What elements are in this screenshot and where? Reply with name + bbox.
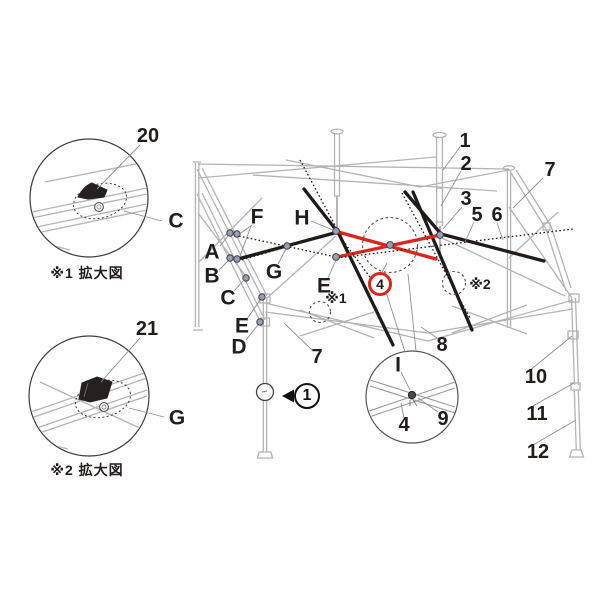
- inset1-dotted-ellipse: [72, 182, 128, 220]
- part-label-21: 21: [135, 318, 159, 340]
- part-label-1: 1: [459, 130, 471, 152]
- inset-detail1: [29, 138, 149, 258]
- part-label-2: 2: [460, 153, 472, 175]
- inset-center-joint: [365, 350, 459, 444]
- part-label-D: D: [231, 335, 247, 359]
- ref-mark-2: ※2: [469, 276, 491, 292]
- part-label-8: 8: [436, 334, 448, 356]
- part-label-11: 11: [526, 403, 548, 425]
- black-bar-lower-left: [335, 228, 395, 347]
- black-bar-lower-right: [411, 190, 474, 332]
- back-left-leg: [193, 161, 203, 331]
- part-label-4-inset: 4: [398, 414, 410, 436]
- part-label-20: 20: [136, 125, 160, 147]
- black-bar-upper-left: [302, 187, 342, 237]
- part-label-H: H: [294, 206, 310, 230]
- step-1-badge: 1: [294, 383, 320, 409]
- part-label-7-right: 7: [544, 159, 556, 181]
- part-label-A: A: [204, 240, 220, 264]
- part-label-C: C: [220, 286, 236, 310]
- part-label-5: 5: [471, 204, 483, 226]
- part-label-E-upper: E: [316, 274, 332, 298]
- inset2-bolt: [99, 402, 109, 412]
- part-label-12: 12: [526, 441, 550, 463]
- part-label-6: 6: [491, 204, 503, 226]
- inset1-bolt: [94, 202, 104, 212]
- part-label-F: F: [250, 205, 264, 229]
- leg-snap-button: [261, 390, 268, 393]
- step-1-label: 1: [302, 387, 312, 404]
- front-right-leg: [567, 293, 585, 458]
- center-pole-left: [330, 128, 344, 230]
- part-label-3: 3: [460, 188, 472, 210]
- highlighted-part-4-badge: 4: [368, 272, 392, 296]
- right-side-truss: [508, 169, 573, 299]
- black-truss-bars: [236, 187, 546, 347]
- part-label-4: 4: [376, 276, 384, 292]
- part-label-7-left: 7: [311, 346, 323, 368]
- callout-leader-lines: [96, 144, 577, 446]
- reference-circles: [308, 216, 467, 324]
- inset1-tubes: [31, 161, 147, 251]
- part-label-9: 9: [437, 408, 449, 430]
- inset2-dotted-ellipse: [74, 379, 132, 419]
- ref2-dashed-circle: [441, 270, 467, 296]
- leg-snap-button-circle: [255, 382, 275, 402]
- part-label-C-inset: C: [168, 209, 184, 233]
- canopy-frame: [193, 128, 585, 459]
- black-bar-5: [439, 232, 546, 263]
- center-joint-dashed-circle: [361, 216, 419, 274]
- roof-top-rails: [197, 156, 510, 192]
- part-21-clamp: [78, 376, 113, 403]
- part-label-I: I: [395, 353, 401, 377]
- ref1-dashed-circle: [308, 300, 332, 324]
- step1-arrow-icon: [282, 389, 294, 403]
- roof-corner-struts: [266, 235, 566, 299]
- back-right-leg: [502, 165, 516, 328]
- part-label-G-inset: G: [168, 406, 186, 430]
- inset3-center-bolt: [407, 390, 417, 400]
- part-label-E-lower: E: [234, 314, 250, 338]
- part-20-clamp: [77, 182, 108, 200]
- part-label-10: 10: [524, 366, 548, 388]
- part-label-G: G: [265, 260, 283, 284]
- joint-connectors: [226, 227, 444, 326]
- part-label-B: B: [204, 264, 220, 288]
- inset-detail2: [28, 335, 150, 457]
- inset1-caption: ※1 拡大図: [50, 265, 124, 281]
- ref-mark-1: ※1: [325, 290, 347, 306]
- inset2-caption: ※2 拡大図: [50, 462, 124, 478]
